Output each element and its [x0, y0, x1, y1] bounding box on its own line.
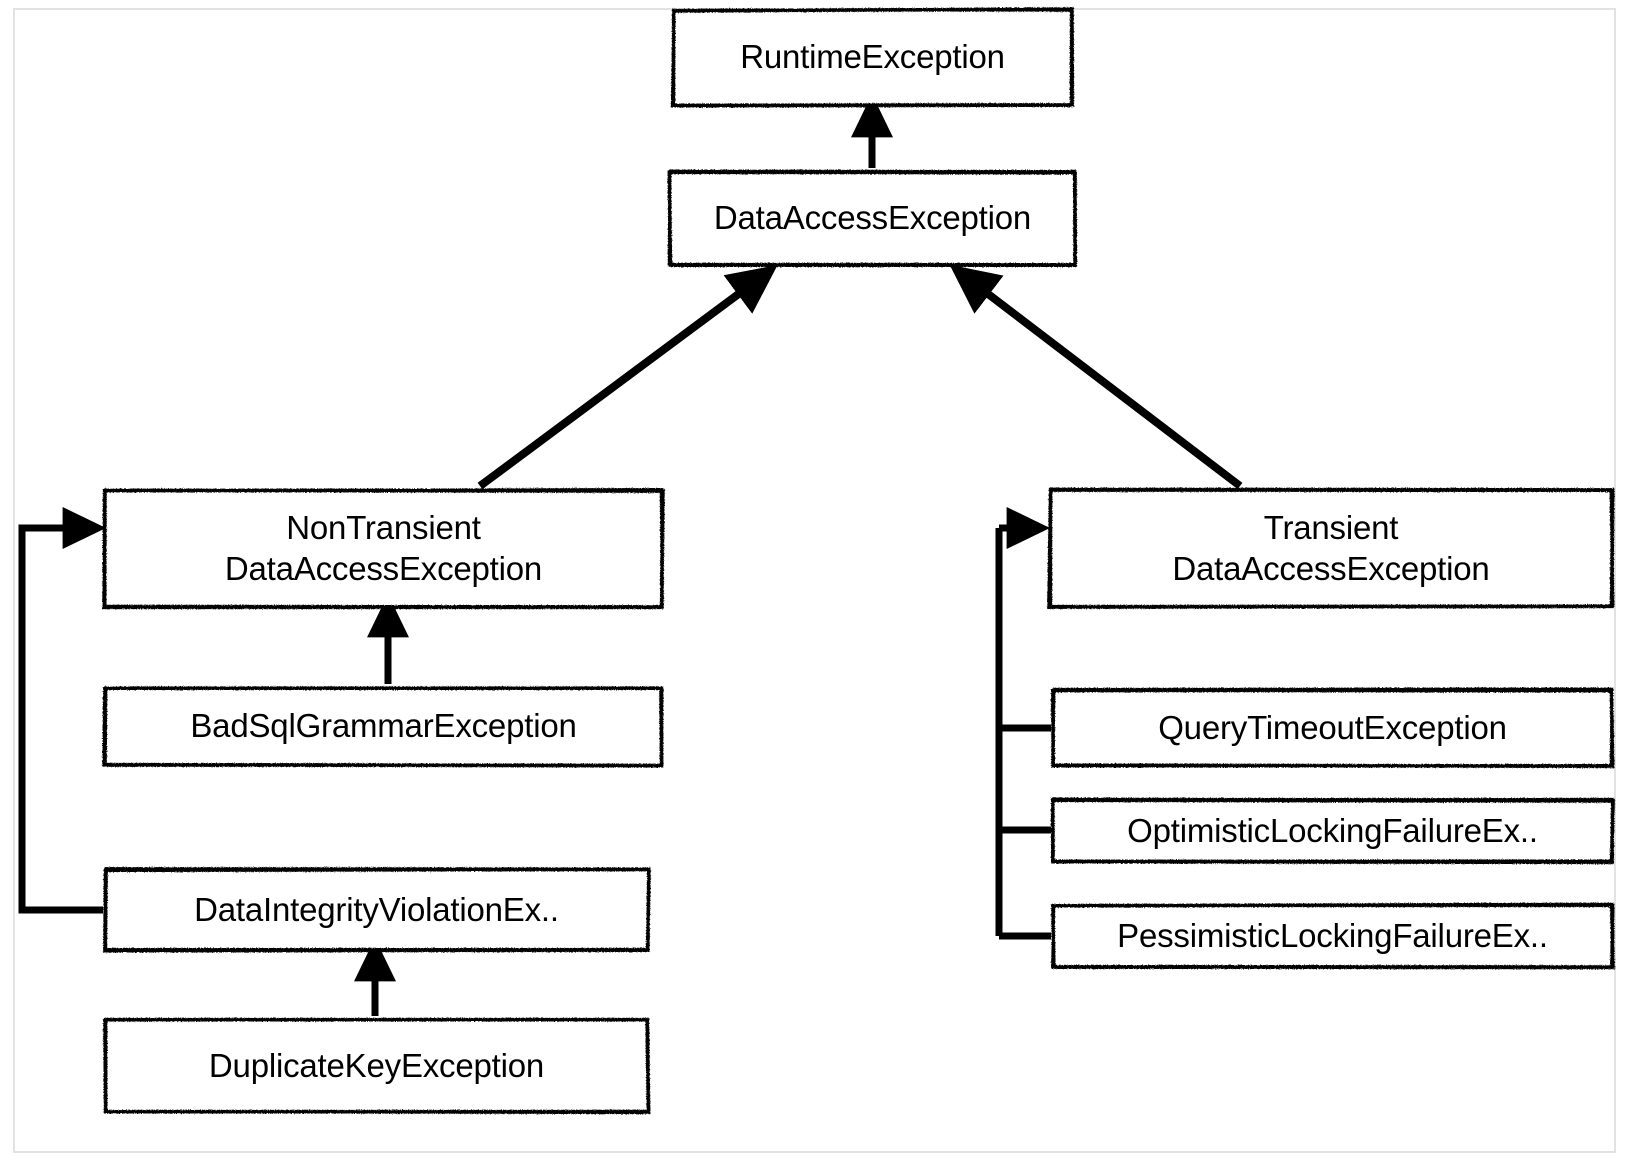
node-data-integrity-violation-exception[interactable]: DataIntegrityViolationEx.. — [105, 870, 648, 950]
node-label: DataAccessException — [704, 198, 1041, 238]
node-non-transient-data-access-exception[interactable]: NonTransient DataAccessException — [105, 490, 662, 607]
node-label: NonTransient DataAccessException — [215, 508, 552, 589]
node-label: RuntimeException — [730, 37, 1015, 77]
edge-bus-right — [999, 528, 1051, 936]
edge-transient-to-dae — [975, 284, 1240, 486]
node-runtime-exception[interactable]: RuntimeException — [673, 10, 1072, 105]
node-duplicate-key-exception[interactable]: DuplicateKeyException — [105, 1020, 648, 1112]
node-label: BadSqlGrammarException — [180, 706, 586, 746]
node-optimistic-locking-failure-exception[interactable]: OptimisticLockingFailureEx.. — [1053, 800, 1612, 862]
node-label: PessimisticLockingFailureEx.. — [1107, 916, 1558, 956]
node-data-access-exception[interactable]: DataAccessException — [670, 172, 1075, 265]
node-transient-data-access-exception[interactable]: Transient DataAccessException — [1050, 490, 1612, 607]
node-label: DuplicateKeyException — [199, 1046, 554, 1086]
node-label: QueryTimeoutException — [1148, 708, 1517, 748]
edge-integrity-to-nontransient — [22, 528, 103, 910]
node-pessimistic-locking-failure-exception[interactable]: PessimisticLockingFailureEx.. — [1053, 905, 1612, 967]
node-label: Transient DataAccessException — [1162, 508, 1499, 589]
node-bad-sql-grammar-exception[interactable]: BadSqlGrammarException — [105, 688, 662, 765]
node-label: OptimisticLockingFailureEx.. — [1117, 811, 1548, 851]
node-label: DataIntegrityViolationEx.. — [184, 890, 569, 930]
edge-nontransient-to-dae — [480, 284, 752, 486]
node-query-timeout-exception[interactable]: QueryTimeoutException — [1053, 690, 1612, 766]
